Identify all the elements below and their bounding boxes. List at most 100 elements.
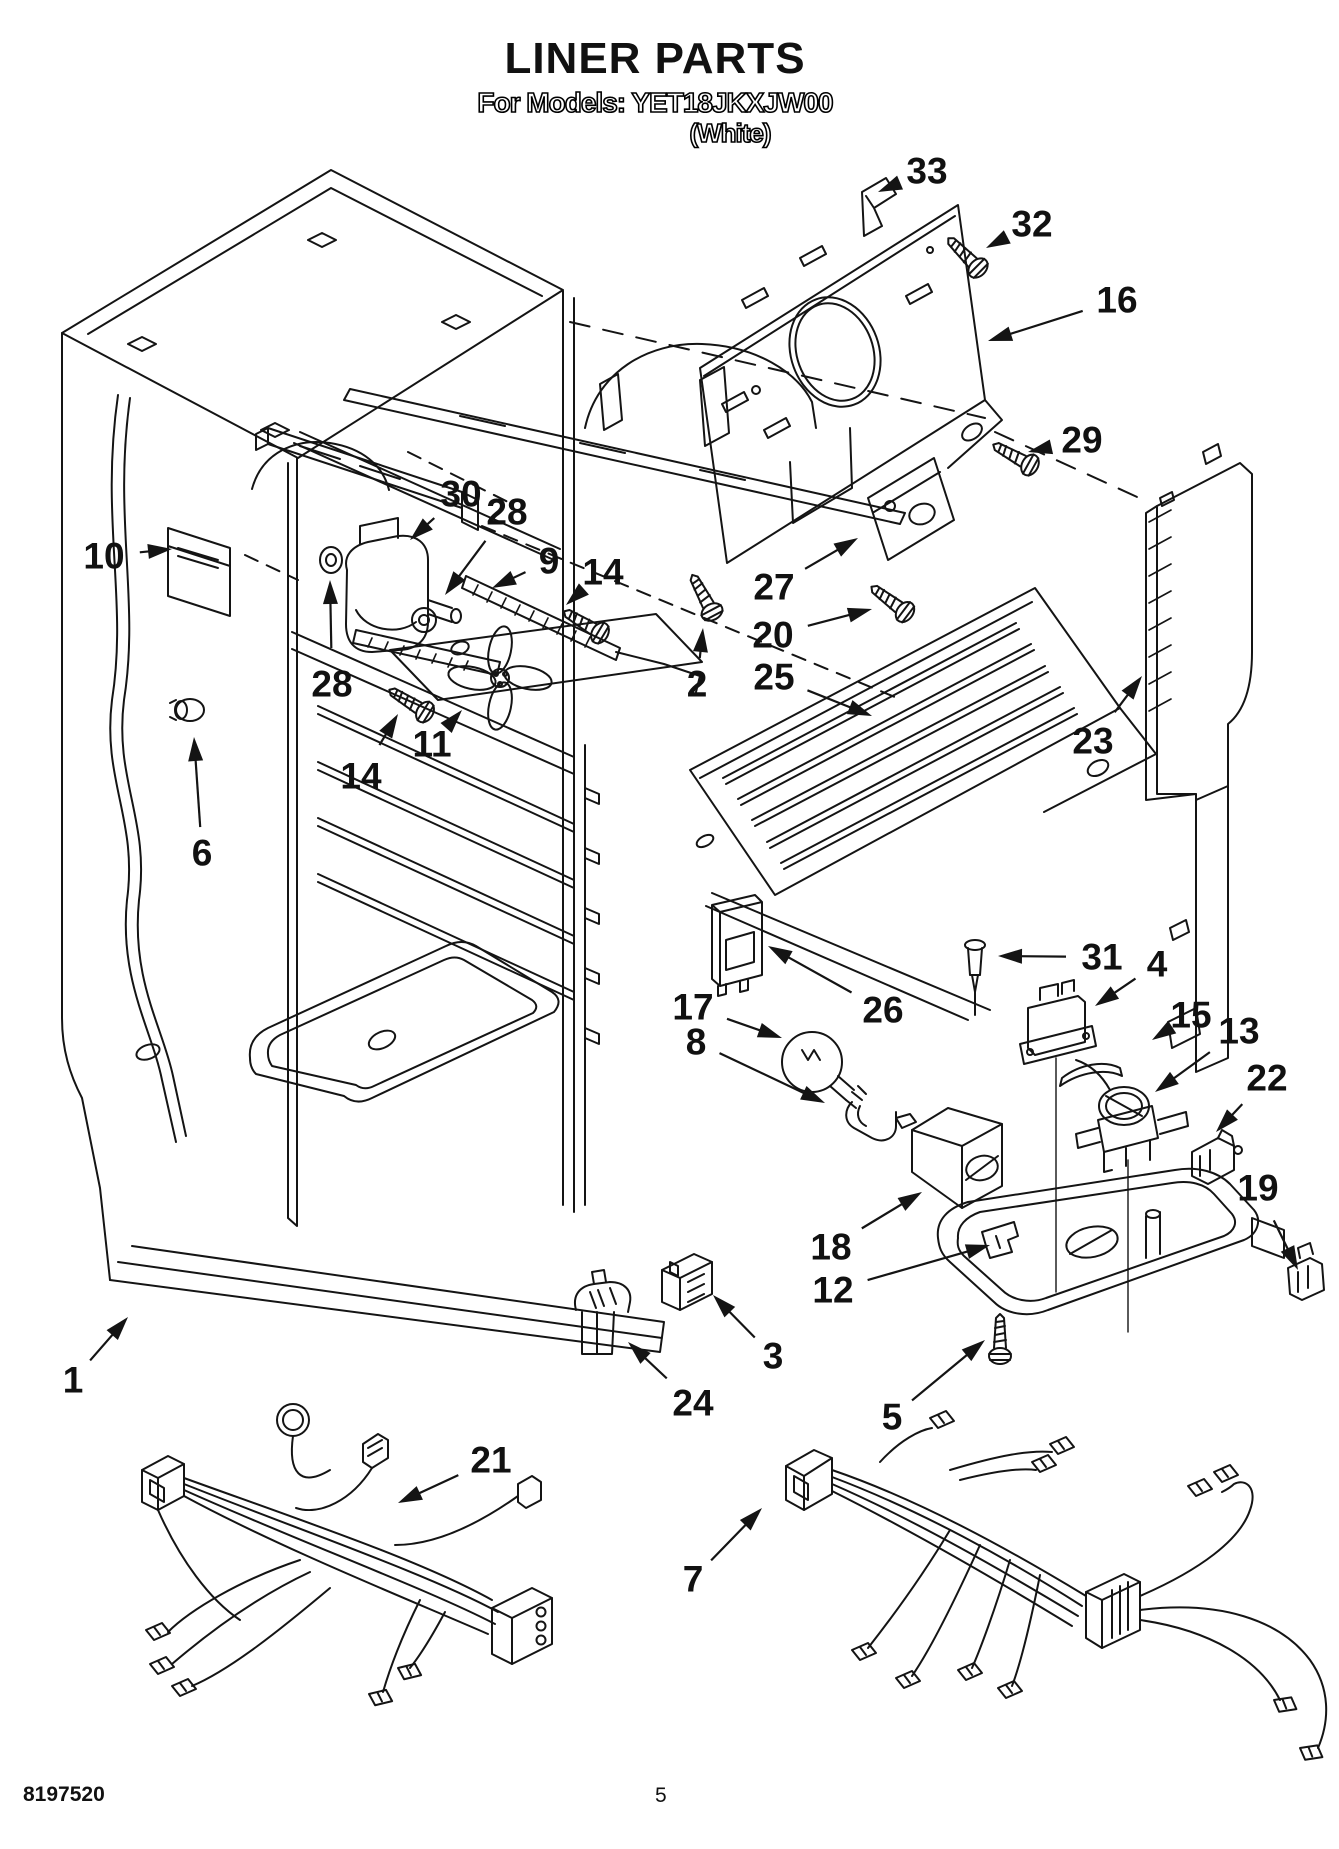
callout-28: 28 [445, 492, 528, 595]
callout-number-4: 4 [1147, 944, 1168, 985]
callout-number-14: 14 [340, 756, 382, 797]
arrowhead-icon [986, 230, 1011, 248]
callout-14: 14 [566, 552, 624, 605]
wire-harness-left-drawing [141, 1403, 553, 1710]
arrowhead-icon [964, 1244, 990, 1259]
arrowhead-icon [1152, 1020, 1177, 1040]
light-shield-drawing [911, 1107, 1003, 1209]
callout-number-19: 19 [1237, 1168, 1278, 1209]
callout-number-29: 29 [1061, 420, 1102, 461]
arrowhead-icon [998, 948, 1023, 964]
arrowhead-icon [768, 946, 793, 965]
thermostat-drawing [1075, 1059, 1189, 1333]
arrowhead-icon [846, 607, 872, 623]
arrowhead-icon [692, 628, 708, 653]
callout-10: 10 [83, 536, 172, 577]
callout-number-8: 8 [686, 1022, 707, 1063]
callout-number-33: 33 [906, 151, 947, 192]
title-block: LINER PARTS For Models: YET18JKXJW00 (Wh… [0, 35, 1310, 148]
overload-plug-drawing [574, 1269, 632, 1355]
arrowhead-icon [1155, 1071, 1179, 1092]
callout-number-3: 3 [763, 1336, 784, 1377]
callout-number-10: 10 [83, 536, 124, 577]
arrowhead-icon [739, 1508, 762, 1531]
callout-14: 14 [340, 714, 398, 797]
callout-number-9: 9 [539, 541, 560, 582]
evaporator-cover-drawing [689, 587, 1157, 1021]
callout-number-31: 31 [1081, 937, 1122, 978]
callout-number-13: 13 [1218, 1011, 1259, 1052]
arrowhead-icon [440, 710, 462, 733]
bulb-socket-drawing [845, 1101, 917, 1142]
callout-number-25: 25 [753, 657, 794, 698]
callout-number-15: 15 [1170, 995, 1211, 1036]
pan-bracket-drawing [981, 1221, 1019, 1259]
arrowhead-icon [147, 543, 172, 559]
callout-32: 32 [986, 204, 1053, 248]
callout-5: 5 [882, 1340, 985, 1438]
callout-15: 15 [1152, 995, 1212, 1040]
arrowhead-icon [846, 700, 872, 716]
callout-number-1: 1 [63, 1360, 84, 1401]
relay-cover-drawing [661, 1253, 713, 1311]
callout-2: 2 [687, 628, 708, 705]
alignment-dashed-lines-2 [244, 451, 903, 701]
arrowhead-icon [188, 737, 204, 762]
light-bulb-drawing [781, 1031, 867, 1109]
callout-number-32: 32 [1011, 204, 1052, 245]
callout-number-26: 26 [862, 990, 903, 1031]
callout-1: 1 [63, 1317, 128, 1401]
clip-drawing [861, 177, 897, 237]
callout-number-21: 21 [470, 1440, 511, 1481]
push-pin-drawing [964, 939, 986, 1016]
callout-12: 12 [812, 1244, 990, 1311]
harness-connector-clip-drawing [1287, 1242, 1325, 1301]
switch-housing-drawing [711, 894, 763, 997]
callout-9: 9 [492, 541, 560, 588]
arrowhead-icon [878, 175, 904, 192]
support-bracket-drawing [167, 427, 479, 617]
callout-8: 8 [686, 1022, 825, 1103]
callout-13: 13 [1155, 1011, 1260, 1092]
page-number: 5 [655, 1784, 667, 1807]
arrowhead-icon [410, 518, 433, 540]
arrowhead-icon [1095, 986, 1120, 1006]
arrowhead-icon [833, 538, 858, 557]
callout-number-22: 22 [1246, 1058, 1287, 1099]
callout-16: 16 [988, 280, 1138, 341]
wire-harness-right-drawing [785, 1410, 1328, 1765]
doc-number: 8197520 [23, 1783, 105, 1806]
arrowhead-icon [897, 1192, 922, 1211]
callout-number-18: 18 [810, 1227, 851, 1268]
tube-drawing [1059, 1062, 1123, 1087]
callout-number-23: 23 [1072, 721, 1113, 762]
callout-17: 17 [672, 987, 782, 1038]
callout-number-2: 2 [687, 664, 708, 705]
callout-4: 4 [1095, 944, 1168, 1006]
callout-30: 30 [410, 474, 482, 540]
callout-number-28: 28 [311, 664, 352, 705]
callout-number-28: 28 [486, 492, 527, 533]
callout-number-12: 12 [812, 1270, 853, 1311]
arrowhead-icon [713, 1295, 736, 1318]
callout-number-6: 6 [192, 833, 213, 874]
callout-21: 21 [398, 1440, 512, 1503]
finish-line: (White) [689, 117, 773, 148]
arrowhead-icon [628, 1342, 651, 1364]
callout-26: 26 [768, 946, 904, 1031]
wire-plug-drawing [1191, 1129, 1243, 1185]
arrowhead-icon [398, 1486, 423, 1503]
fan-motor-assembly-drawing [319, 517, 703, 731]
arrowhead-icon [1216, 1109, 1238, 1132]
drain-pan-drawing [936, 1167, 1285, 1316]
arrowhead-icon [566, 583, 589, 605]
gasket-plate-drawing [867, 457, 955, 561]
arrowhead-icon [756, 1023, 782, 1038]
callout-number-16: 16 [1096, 280, 1137, 321]
callout-23: 23 [1072, 676, 1142, 762]
callout-number-20: 20 [752, 615, 793, 656]
arrowhead-icon [1121, 676, 1142, 700]
callout-18: 18 [810, 1192, 922, 1268]
